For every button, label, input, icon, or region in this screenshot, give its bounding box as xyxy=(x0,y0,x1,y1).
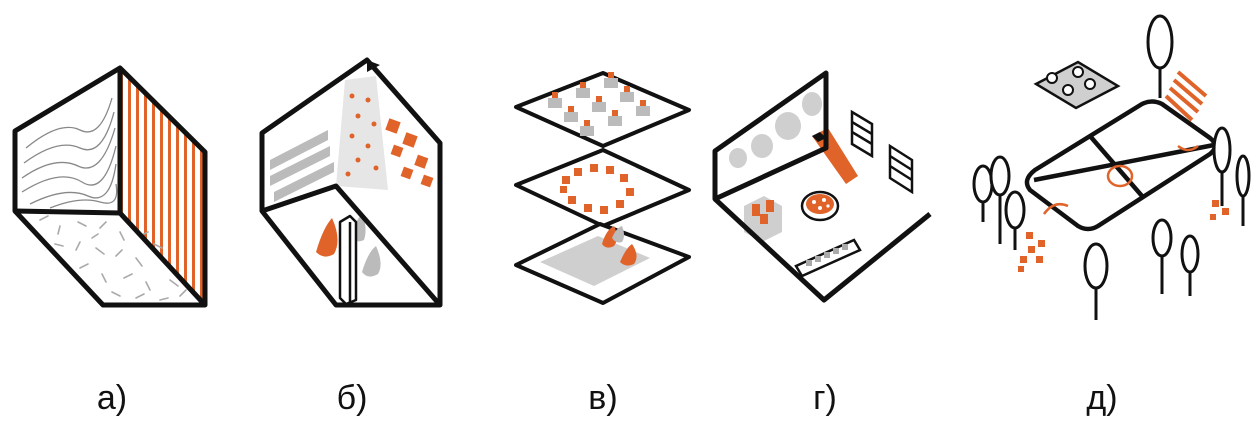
panel-c-stacked-floor-plans-icon xyxy=(514,71,691,305)
caption-e: д) xyxy=(1086,379,1118,417)
panel-e-park-layout-icon xyxy=(972,14,1251,320)
caption-b: б) xyxy=(336,379,368,417)
panel-a-textured-cube-icon xyxy=(12,65,208,308)
panel-d-furnished-room-icon xyxy=(712,70,932,303)
panel-b-exhibition-room-icon xyxy=(259,57,443,308)
caption-a: а) xyxy=(96,379,128,417)
caption-c: в) xyxy=(588,379,618,417)
caption-d: г) xyxy=(813,379,837,417)
